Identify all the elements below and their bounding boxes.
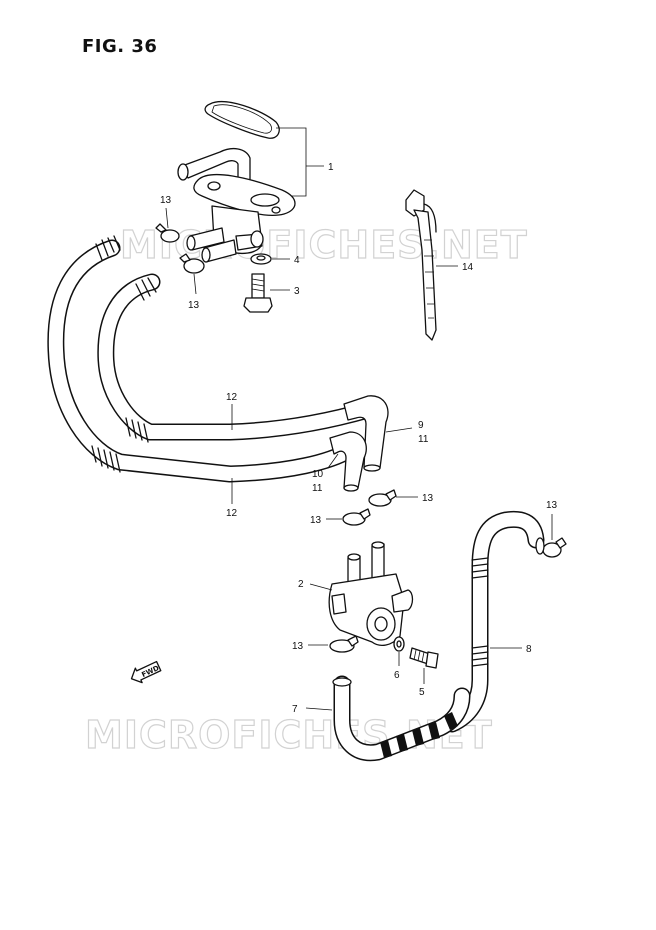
callout-10: 10 — [312, 469, 324, 480]
bolt-part-3 — [243, 273, 273, 313]
callout-12-upper: 12 — [226, 392, 238, 403]
fuel-cock-part-2-lower — [328, 541, 414, 647]
clamp-part-13-upper-a — [155, 223, 180, 243]
callout-7: 7 — [292, 704, 298, 715]
figure-title: FIG. 36 — [82, 36, 158, 57]
watermark-top: MICROFICHES.NET — [120, 223, 528, 267]
callout-3: 3 — [294, 286, 300, 297]
callout-9: 9 — [418, 420, 424, 431]
callout-1: 1 — [328, 162, 334, 173]
callout-5: 5 — [419, 687, 425, 698]
screw-part-5 — [409, 647, 439, 669]
clamp-part-13-lower — [329, 635, 359, 653]
clamp-part-13-mid-right — [368, 489, 397, 507]
callout-8: 8 — [526, 644, 532, 655]
callout-13-mid-left: 13 — [310, 515, 322, 526]
clamp-part-13-upper-b — [179, 253, 205, 274]
washer-part-4 — [250, 253, 272, 265]
callout-12-lower: 12 — [226, 508, 238, 519]
fwd-direction-marker: FWD — [130, 660, 162, 684]
washer-part-6 — [393, 636, 405, 652]
callout-11-lower: 11 — [312, 483, 323, 494]
hose-elbow-part-10 — [329, 431, 367, 492]
callout-1-bracket — [276, 127, 307, 197]
callout-13-upper-b: 13 — [188, 300, 200, 311]
fuel-hose-part-8 — [443, 510, 545, 733]
hose-elbow-part-9 — [343, 395, 389, 472]
fuel-cock-assembly-upper — [177, 101, 296, 263]
callout-13-mid-right: 13 — [422, 493, 434, 504]
clamp-part-13-mid-left — [342, 508, 371, 526]
callout-13-upper-a: 13 — [160, 195, 172, 206]
callout-11-upper: 11 — [418, 434, 429, 445]
fuel-hose-part-12-outer — [47, 239, 359, 483]
callout-6: 6 — [394, 670, 400, 681]
callout-2: 2 — [298, 579, 304, 590]
hose-sleeve-rings — [91, 235, 157, 473]
callout-4: 4 — [294, 255, 300, 266]
callout-13-far-right: 13 — [546, 500, 558, 511]
clamp-part-13-far-right — [542, 537, 567, 558]
fuel-hose-part-12-inner — [97, 273, 377, 441]
strap-part-14 — [405, 189, 437, 341]
callout-13-lower: 13 — [292, 641, 304, 652]
callout-14: 14 — [462, 262, 474, 273]
fuel-hose-part-7 — [332, 675, 471, 762]
fwd-label: FWD — [140, 664, 160, 679]
